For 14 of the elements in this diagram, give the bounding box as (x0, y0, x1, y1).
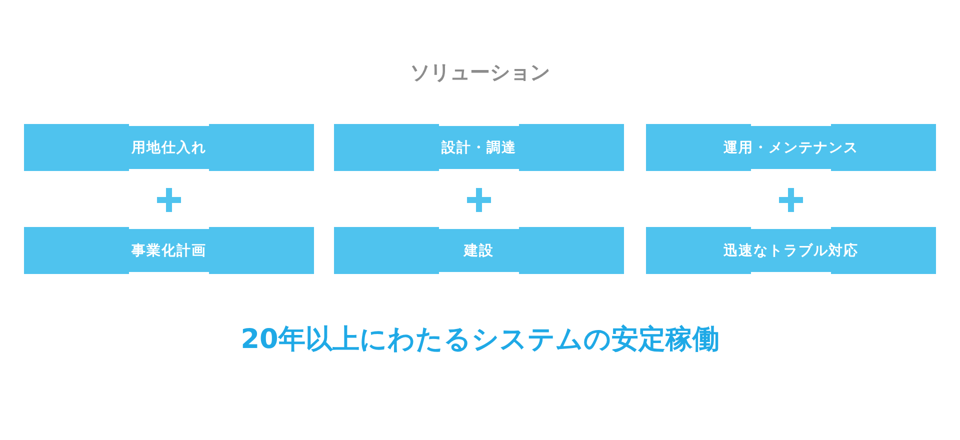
step-box (646, 227, 936, 274)
step-box (646, 124, 936, 171)
step-label: 設計・調達 (442, 138, 516, 158)
step-label: 用地仕入れ (132, 138, 206, 158)
step-label: 事業化計画 (132, 242, 206, 260)
step-label: 迅速なトラブル対応 (724, 242, 858, 260)
step-label: 建設 (464, 242, 494, 260)
step-box (334, 227, 624, 274)
step-box (24, 227, 314, 274)
step-box (334, 124, 624, 171)
step-label: 運用・メンテナンス (724, 138, 858, 158)
diagram-title: ソリューション (409, 59, 551, 86)
summary-text: 20年以上にわたるシステムの安定稼働 (240, 323, 720, 357)
step-box (24, 124, 314, 171)
